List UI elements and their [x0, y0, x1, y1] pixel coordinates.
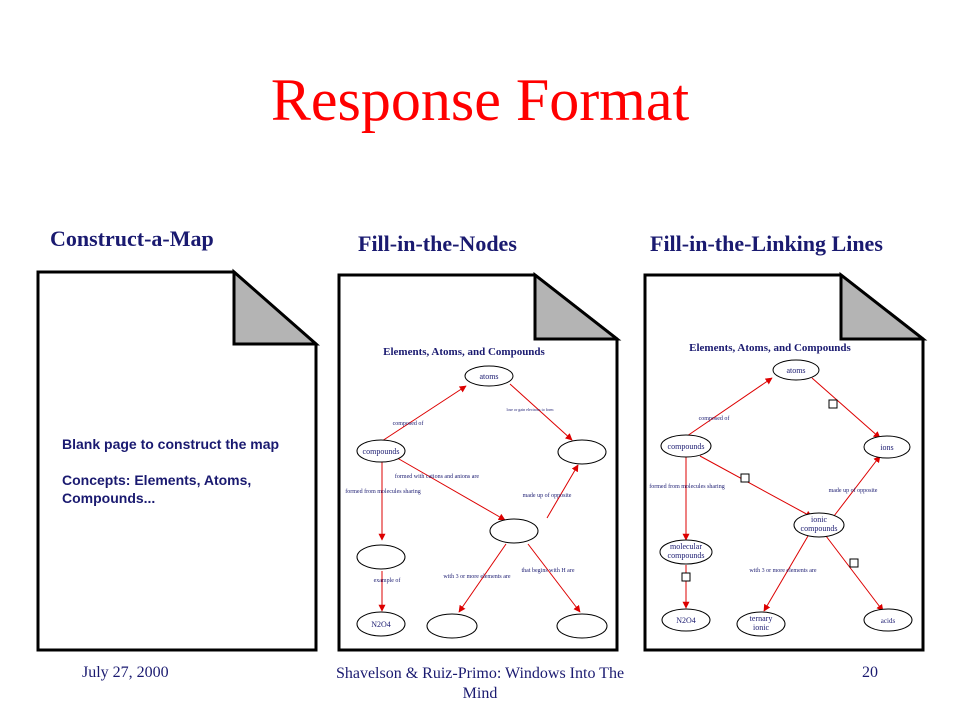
- node-molecular-label-2: compounds: [668, 551, 705, 560]
- construct-instruction: Blank page to construct the map: [62, 436, 280, 452]
- node-n2o4: [356, 611, 406, 637]
- link-arrow: [825, 535, 884, 612]
- node-atoms: [772, 359, 820, 381]
- node-ternary-label-2: ionic: [753, 623, 769, 632]
- node-molecular-label-1: molecular: [670, 542, 702, 551]
- node-ions: [863, 435, 911, 459]
- fill-in-nodes-heading: Fill-in-the-Nodes: [358, 231, 517, 256]
- node-atoms: [464, 365, 514, 387]
- node-n2o4: [661, 608, 711, 632]
- link-label: formed with cations and anions are: [395, 473, 479, 480]
- link-blank-box[interactable]: [740, 473, 750, 483]
- link-arrow: [458, 543, 507, 613]
- link-arrow: [686, 377, 773, 437]
- page-sheet: [337, 273, 619, 652]
- node-atoms-label: atoms: [786, 366, 805, 375]
- link-label: example of: [374, 577, 401, 584]
- fill-in-linking-lines-heading: Fill-in-the-Linking Lines: [650, 231, 883, 256]
- link-arrow: [699, 455, 813, 518]
- node-atoms-label: atoms: [479, 372, 498, 381]
- construct-concepts: Concepts: Elements, Atoms, Compounds...: [62, 472, 252, 506]
- page-fill-in-linking-lines: Elements, Atoms, and Compounds atoms com…: [643, 271, 928, 652]
- slide-title: Response Format: [270, 67, 690, 133]
- node-molecular-compounds: [659, 539, 713, 565]
- footer-date: July 27, 2000: [82, 664, 169, 681]
- node-ionic-compounds: [793, 512, 845, 538]
- node-ions-label: ions: [880, 443, 893, 452]
- link-arrow: [527, 543, 581, 613]
- link-blank-box[interactable]: [849, 558, 859, 568]
- node-ionic-label-1: ionic: [811, 515, 827, 524]
- page-construct-a-map: [36, 268, 320, 652]
- link-label: with 3 or more elements are: [443, 574, 510, 580]
- link-label: made up of opposite: [523, 492, 572, 499]
- link-label: composed of: [393, 420, 424, 427]
- node-n2o4-label: N2O4: [371, 620, 391, 629]
- page-sheet: [36, 270, 318, 652]
- node-blank[interactable]: [426, 613, 478, 639]
- link-label: composed of: [699, 415, 730, 422]
- link-arrow: [546, 464, 579, 519]
- node-ternary-ionic: [736, 611, 786, 637]
- page-fold: [232, 268, 320, 346]
- node-compounds: [356, 439, 406, 463]
- map-title: Elements, Atoms, and Compounds: [383, 346, 545, 358]
- node-ternary-label-1: ternary: [750, 614, 773, 623]
- node-blank[interactable]: [556, 613, 608, 639]
- node-ionic-label-2: compounds: [801, 524, 838, 533]
- node-n2o4-label: N2O4: [676, 616, 696, 625]
- page-fill-in-nodes: Elements, Atoms, and Compounds atoms com…: [337, 271, 622, 652]
- link-arrow: [811, 377, 881, 439]
- link-label: that begins with H are: [522, 568, 575, 574]
- link-arrow: [763, 535, 809, 612]
- node-compounds-label: compounds: [668, 442, 705, 451]
- footer-page-number: 20: [862, 664, 878, 681]
- link-label: made up of opposite: [829, 487, 878, 494]
- page-fold: [533, 271, 622, 341]
- page-sheet: [643, 273, 925, 652]
- link-arrow: [391, 454, 506, 521]
- node-blank[interactable]: [489, 518, 539, 544]
- link-arrow: [509, 383, 573, 441]
- node-blank[interactable]: [356, 544, 406, 570]
- footer-source: Shavelson & Ruiz-Primo: Windows Into The…: [335, 665, 625, 702]
- node-blank[interactable]: [557, 439, 607, 465]
- link-label: with 3 or more elements are: [749, 568, 816, 574]
- construct-a-map-heading: Construct-a-Map: [50, 226, 214, 251]
- link-arrow: [833, 455, 881, 517]
- link-blank-box[interactable]: [681, 572, 691, 582]
- node-acids: [863, 608, 913, 632]
- link-label: formed from molecules sharing: [649, 483, 724, 490]
- map-title: Elements, Atoms, and Compounds: [689, 342, 851, 354]
- link-label: lose or gain electrons to form: [507, 407, 555, 412]
- link-arrow: [381, 385, 467, 442]
- node-compounds-label: compounds: [363, 447, 400, 456]
- page-fold: [839, 271, 928, 341]
- link-label: formed from molecules sharing: [345, 488, 420, 495]
- link-blank-box[interactable]: [828, 399, 838, 409]
- node-compounds: [660, 434, 712, 458]
- node-acids-label: acids: [881, 617, 896, 625]
